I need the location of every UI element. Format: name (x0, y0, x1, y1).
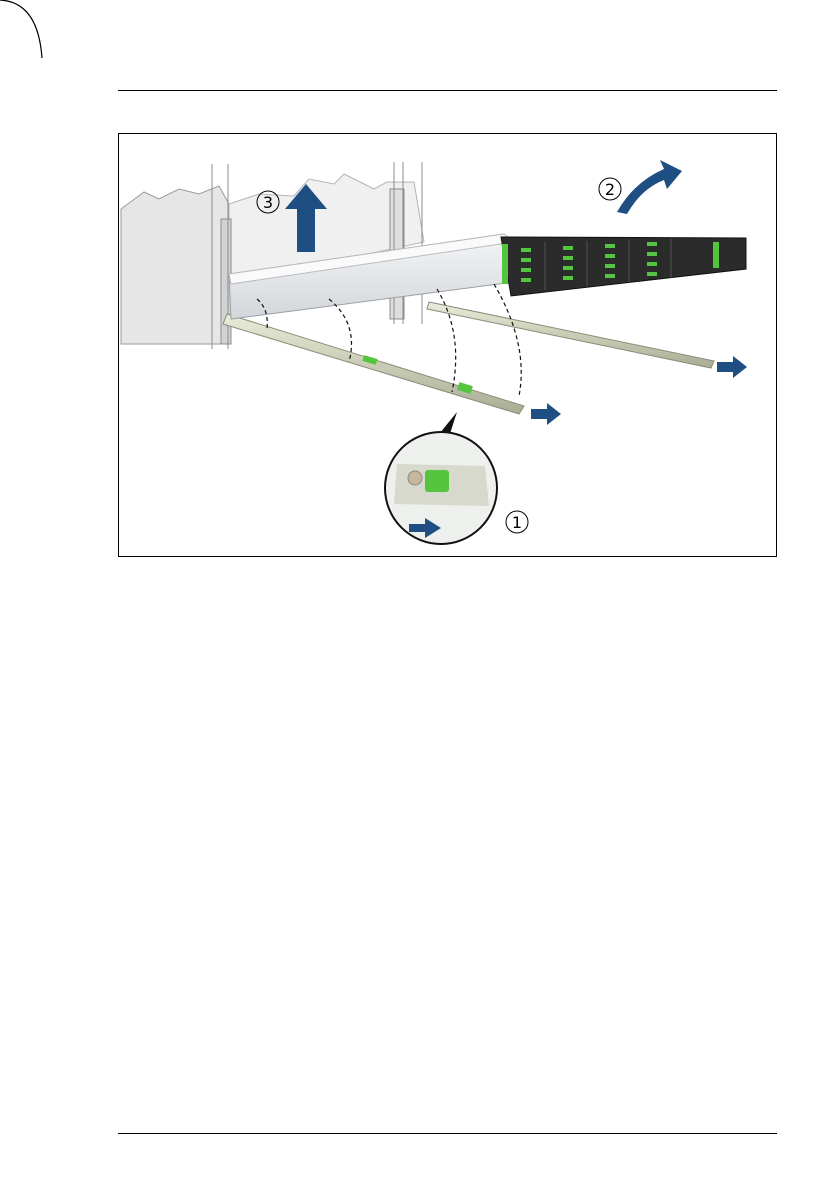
rail-slide-arrows (531, 356, 747, 425)
svg-text:1: 1 (512, 513, 522, 532)
step-2-label: 2 (599, 178, 621, 200)
header-rule (118, 90, 777, 91)
server-front-panel (501, 237, 746, 296)
right-rail (427, 302, 714, 368)
tilt-up-arrow (617, 160, 682, 214)
step-1-label: 1 (506, 511, 528, 533)
svg-text:2: 2 (605, 180, 615, 199)
crop-mark (0, 0, 50, 60)
svg-text:3: 3 (263, 193, 273, 212)
latch-detail-callout (385, 412, 497, 544)
footer-rule (118, 1133, 777, 1134)
left-rail (223, 314, 524, 414)
rail-removal-figure: 1 2 3 (118, 133, 777, 557)
